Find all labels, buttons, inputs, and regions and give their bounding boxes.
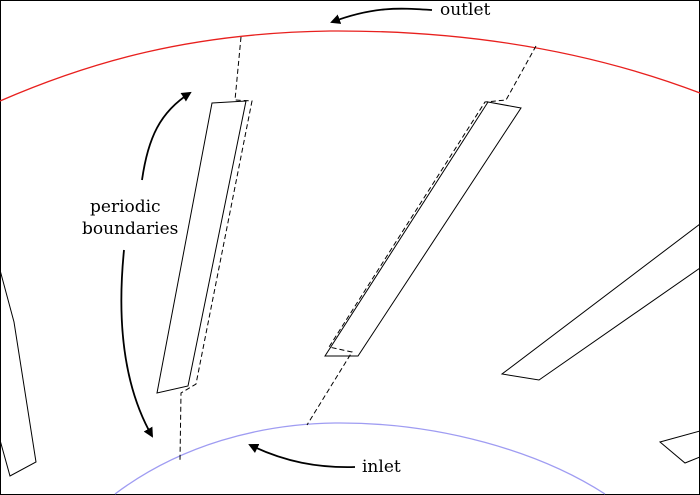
periodic-boundary-right [306,45,537,426]
periodic-boundary-left [179,36,253,461]
inlet-boundary-curve [114,422,606,495]
periodic-arrow-down [120,249,153,438]
periodic-label-line2: boundaries [82,219,179,239]
periodic-arrow-up [141,91,192,181]
blade-right [500,223,700,381]
blade-bottom-right [658,430,700,464]
outlet-boundary-curve [0,30,700,102]
blade-center [324,101,522,357]
inlet-arrow [248,443,356,468]
inlet-label: inlet [362,457,401,477]
blade-left-edge [0,269,37,477]
outlet-arrow [330,7,433,24]
periodic-label-line1: periodic [90,197,161,217]
outlet-label: outlet [440,0,491,20]
blade-left [156,100,247,394]
